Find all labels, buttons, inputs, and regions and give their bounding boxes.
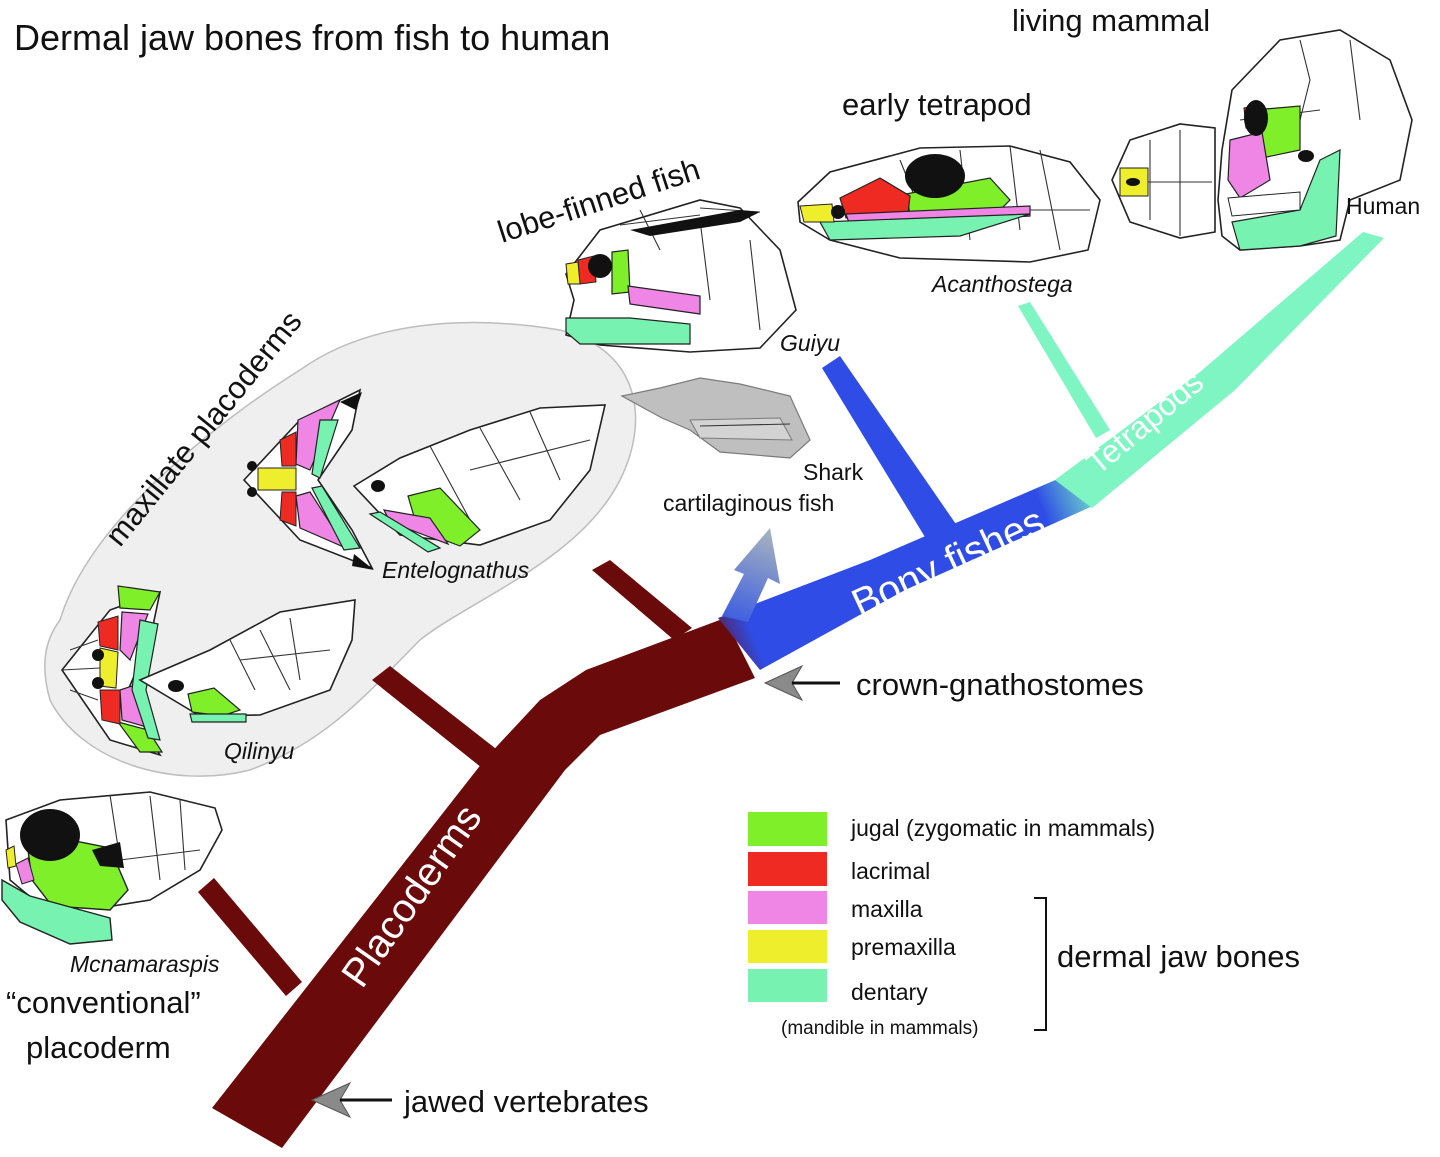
skull-human [1217,29,1413,251]
skull-entelognathus-ventral [242,388,374,570]
group-label-living-mammal: living mammal [1012,3,1210,38]
legend-swatch-lacrimal [748,852,827,886]
jawed-vertebrates-marker: jawed vertebrates [310,1081,649,1119]
legend-label-premaxilla: premaxilla [851,934,956,960]
branch-qilinyu [372,666,500,768]
skull-mcnamaraspis [1,791,223,945]
taxon-label-qilinyu: Qilinyu [224,738,295,764]
taxon-label-entelognathus: Entelognathus [382,557,530,583]
group-label-early-tetrapod: early tetrapod [842,87,1032,122]
legend-note-mandible: (mandible in mammals) [781,1018,978,1039]
legend-bracket [1034,897,1047,1031]
branch-bony-fishes [718,478,1095,670]
branch-placoderms [212,618,755,1148]
figure-title: Dermal jaw bones from fish to human [14,17,610,58]
skull-qilinyu-lateral [138,599,356,723]
branch-entelognathus [592,560,692,640]
group-label-conventional-line2: placoderm [26,1030,171,1065]
arrow-shark-lineage [722,528,780,622]
branch-tetrapods [1055,232,1384,508]
skull-shark [620,377,811,459]
legend-label-maxilla: maxilla [851,896,923,922]
taxon-label-human: Human [1346,193,1420,219]
legend-bracket-label: dermal jaw bones [1057,939,1300,974]
legend-swatch-dentary [748,969,827,1002]
skull-guiyu [565,199,797,353]
taxon-label-acanthostega: Acanthostega [930,271,1073,297]
skull-entelognathus-lateral [352,404,607,553]
node-label-crown-gnathostomes: crown-gnathostomes [856,667,1144,702]
legend-label-dentary: dentary [851,979,928,1005]
branch-acanthostega [1018,302,1110,438]
legend: jugal (zygomatic in mammals) lacrimal ma… [748,812,1300,1039]
branch-conventional-placoderm [198,878,302,996]
palate-human [1111,123,1216,239]
legend-label-lacrimal: lacrimal [851,858,930,884]
skull-qilinyu-ventral [61,585,164,757]
group-label-conventional-line1: “conventional” [6,985,201,1020]
legend-swatch-maxilla [748,891,827,924]
crown-gnathostomes-marker: crown-gnathostomes [763,664,1144,702]
legend-label-jugal: jugal (zygomatic in mammals) [850,815,1155,841]
node-label-jawed-vertebrates: jawed vertebrates [403,1084,649,1119]
legend-swatch-premaxilla [748,930,827,963]
taxon-label-mcnamaraspis: Mcnamaraspis [70,951,220,977]
skull-acanthostega [797,145,1101,263]
legend-swatch-jugal [748,812,827,846]
group-label-shark-line1: Shark [803,459,864,485]
taxon-label-guiyu: Guiyu [780,330,840,356]
group-label-shark-line2: cartilaginous fish [663,490,834,516]
branch-guiyu [822,356,960,542]
